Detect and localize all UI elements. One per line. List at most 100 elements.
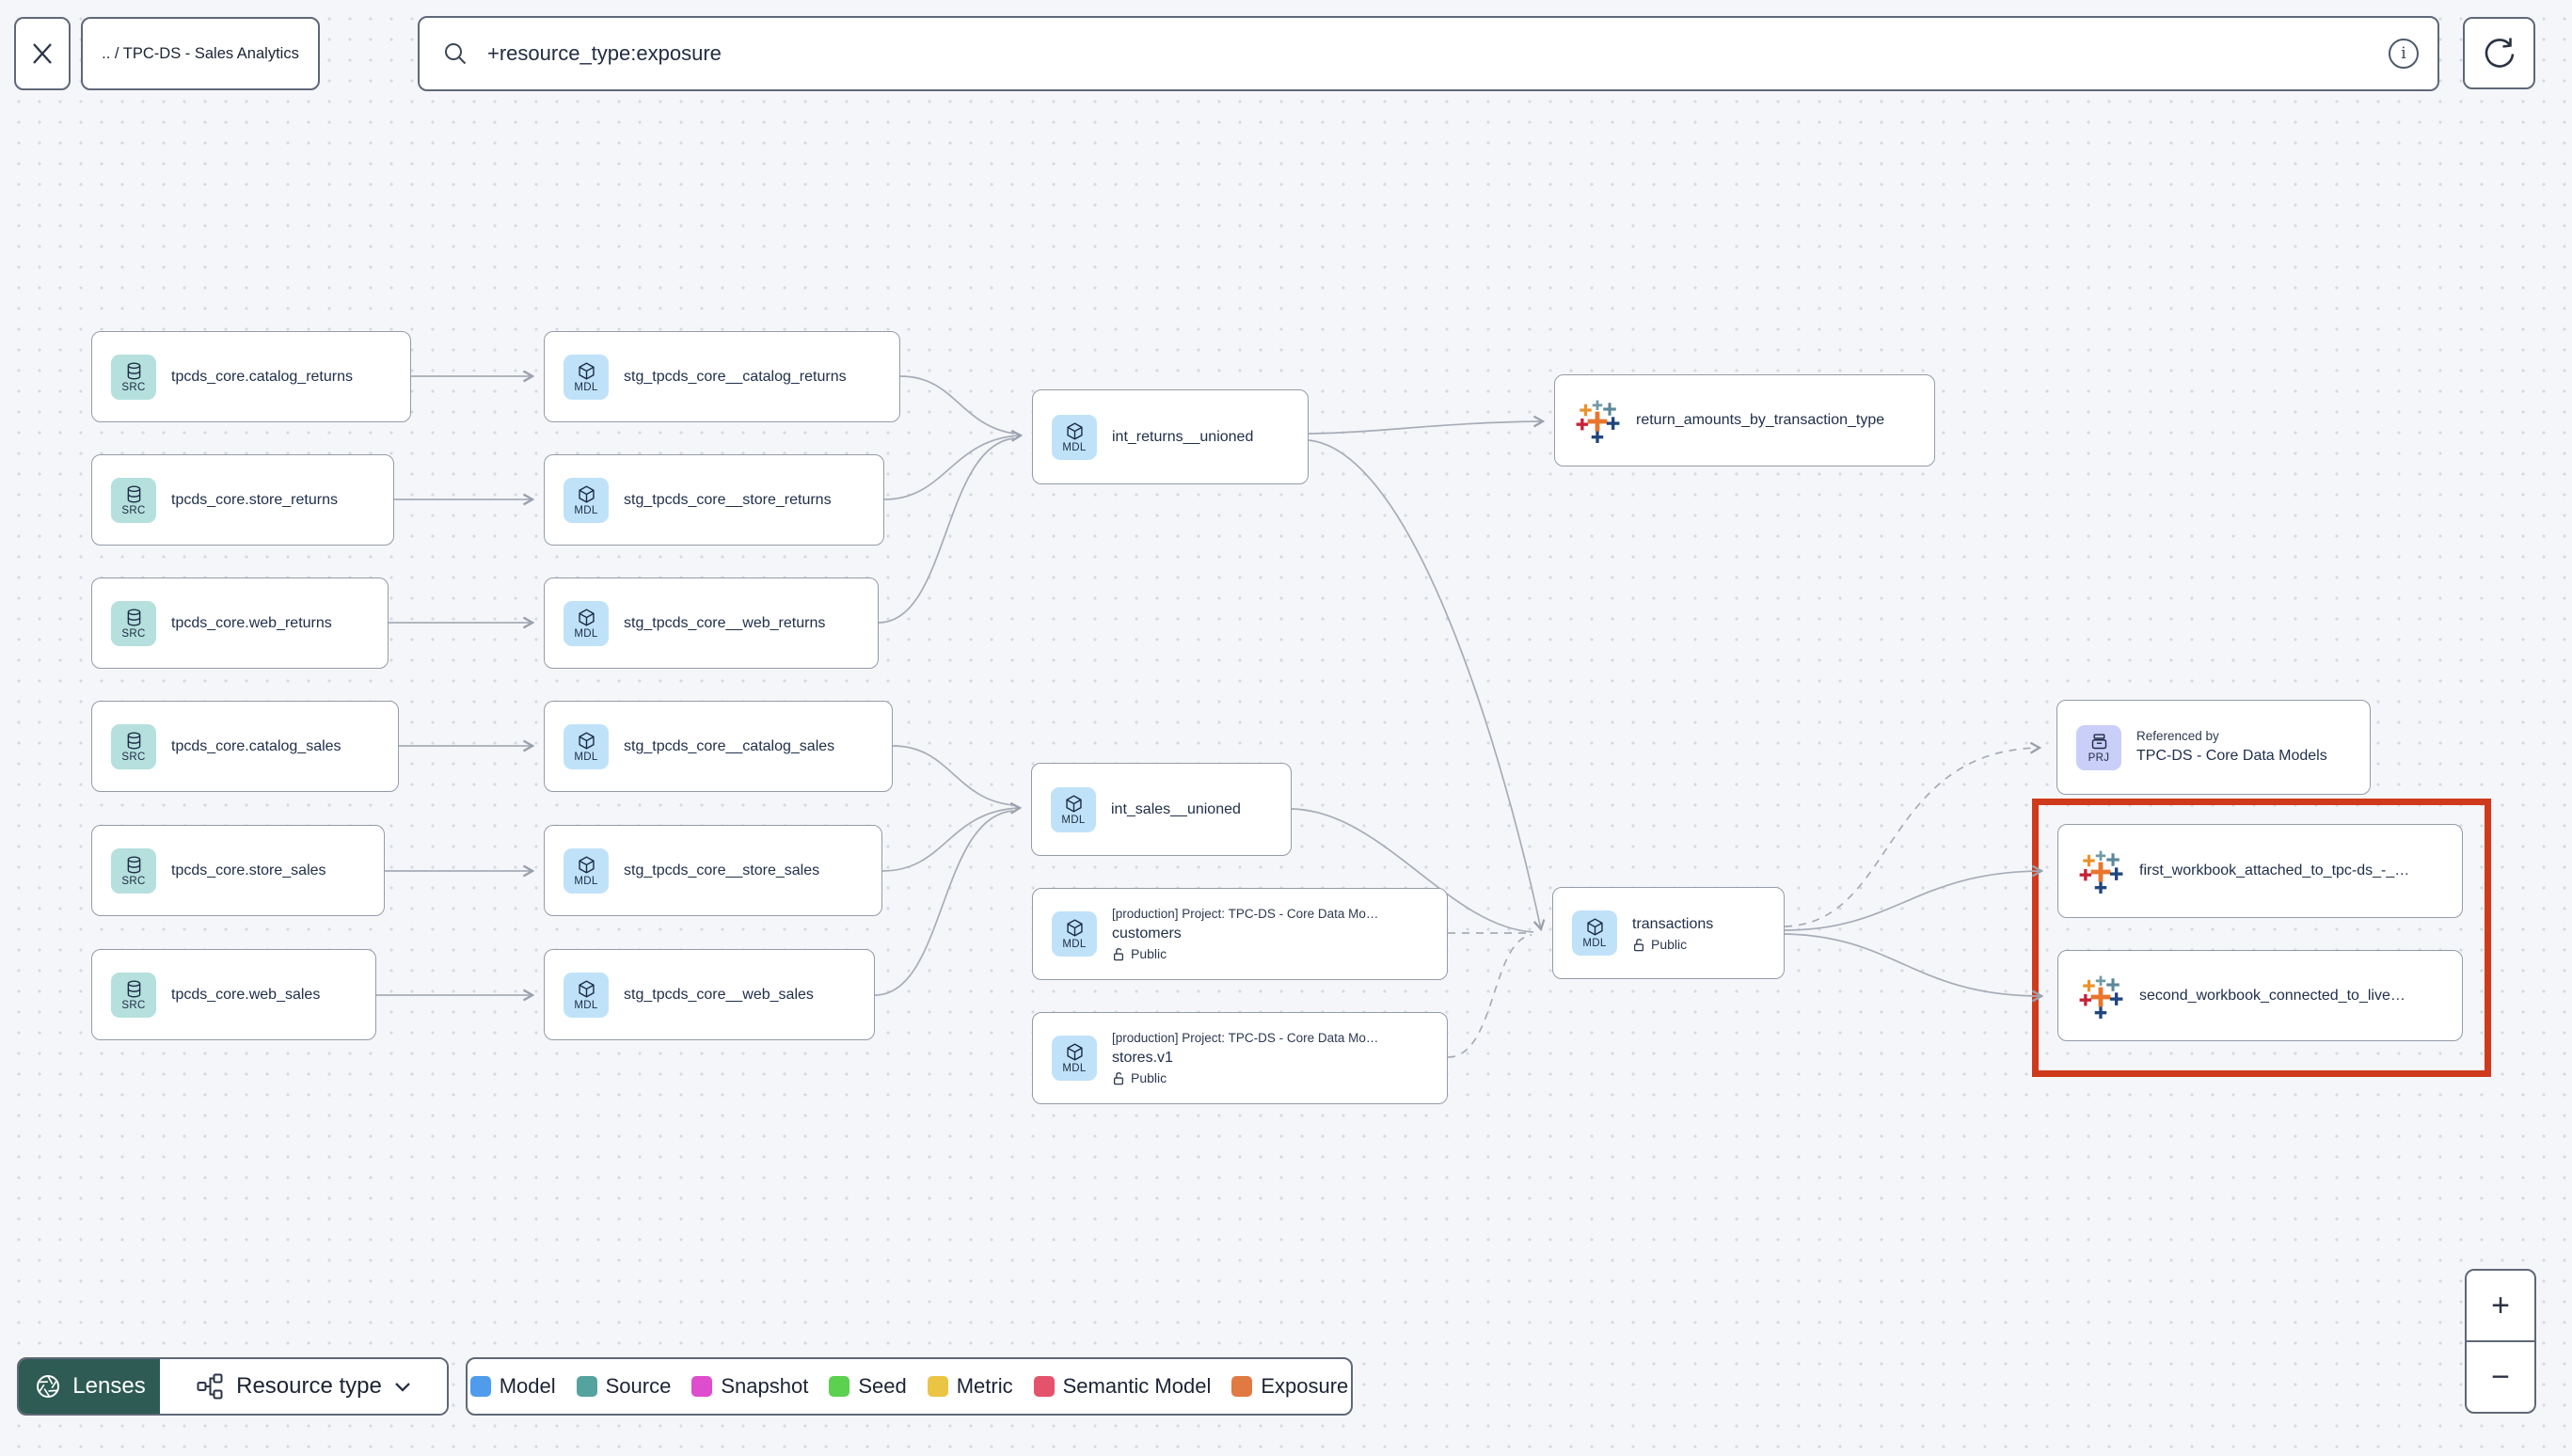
breadcrumb[interactable]: .. / TPC-DS - Sales Analytics [81,17,320,90]
cube-icon [578,484,595,503]
model-chip: MDL [564,723,609,769]
legend-label: Source [605,1374,672,1398]
project-chip: PRJ [2076,724,2121,770]
node-customers[interactable]: MDL [production] Project: TPC-DS - Core D… [1032,888,1448,980]
close-button[interactable] [14,17,71,90]
cube-icon [1586,918,1603,936]
node-title: Referenced by [2136,729,2219,743]
legend-swatch [1033,1376,1055,1397]
node-badge: Public [1112,945,1378,963]
node-stg_store_returns[interactable]: MDL stg_tpcds_core__store_returns [544,454,884,546]
legend-label: Model [499,1374,556,1398]
node-label: tpcds_core.catalog_sales [171,737,341,754]
node-label: tpcds_core.store_returns [171,491,338,508]
legend-item-exposure: Exposure [1231,1374,1348,1399]
zoom-controls: + − [2465,1269,2536,1414]
breadcrumb-label: .. / TPC-DS - Sales Analytics [102,44,299,62]
node-label: tpcds_core.web_sales [171,986,321,1003]
legend-item-snapshot: Snapshot [691,1374,808,1399]
node-project-line: [production] Project: TPC-DS - Core Data… [1112,907,1379,921]
node-label: tpcds_core.catalog_returns [171,368,353,385]
node-int_returns[interactable]: MDL int_returns__unioned [1032,389,1309,484]
node-label: stg_tpcds_core__web_returns [624,614,826,631]
cube-icon [1066,919,1083,937]
node-label: stg_tpcds_core__catalog_returns [624,368,847,385]
lock-open-icon [1113,948,1124,961]
legend-swatch [469,1376,491,1397]
search-input[interactable] [485,40,2389,67]
database-icon [127,484,140,503]
legend-item-seed: Seed [829,1374,907,1399]
source-chip: SRC [111,354,156,400]
legend-swatch [927,1376,948,1397]
node-exp_first[interactable]: first_workbook_attached_to_tpc-ds_-_… [2057,824,2463,918]
node-prj_ref[interactable]: PRJ Referenced by TPC-DS - Core Data Model… [2056,700,2371,795]
cube-icon [1065,794,1082,813]
search-bar[interactable]: i [418,16,2439,91]
tableau-icon [2079,975,2123,1019]
node-project-line: [production] Project: TPC-DS - Core Data… [1112,1031,1379,1045]
node-label: stg_tpcds_core__store_returns [624,491,832,508]
model-chip: MDL [1052,911,1097,957]
legend-item-source: Source [576,1374,672,1399]
lock-open-icon [1633,938,1644,951]
model-chip: MDL [564,847,609,894]
legend-label: Snapshot [721,1374,809,1398]
source-chip: SRC [111,723,156,769]
legend-swatch [691,1376,713,1397]
node-src_catalog_returns[interactable]: SRC tpcds_core.catalog_returns [91,331,411,422]
database-icon [127,608,140,626]
resource-type-dropdown[interactable]: Resource type [160,1359,447,1414]
source-chip: SRC [111,847,156,894]
cube-icon [578,608,595,626]
node-src_catalog_sales[interactable]: SRC tpcds_core.catalog_sales [91,701,399,792]
archive-icon [2091,733,2106,749]
node-exp_second[interactable]: second_workbook_connected_to_live… [2057,950,2463,1041]
lens-control-group: Lenses Resource type [17,1357,449,1416]
legend-item-metric: Metric [927,1374,1013,1399]
model-chip: MDL [1051,786,1096,832]
refresh-button[interactable] [2463,17,2535,89]
node-exp_return_amounts[interactable]: return_amounts_by_transaction_type [1554,374,1935,467]
node-badge: Public [1112,1069,1378,1087]
node-stg_web_returns[interactable]: MDL stg_tpcds_core__web_returns [544,578,879,669]
legend-swatch [576,1376,597,1397]
zoom-out-button[interactable]: − [2491,1358,2510,1395]
lenses-button[interactable]: Lenses [19,1359,160,1414]
refresh-icon [2485,38,2514,68]
legend-swatch [1231,1376,1253,1397]
model-chip: MDL [1052,414,1097,460]
source-chip: SRC [111,477,156,523]
node-label: int_sales__unioned [1111,800,1241,817]
cube-icon [1066,421,1083,440]
model-chip: MDL [564,600,609,646]
legend-label: Seed [858,1374,907,1398]
tableau-icon [1576,400,1620,443]
node-label: TPC-DS - Core Data Models [2136,748,2327,764]
node-int_sales[interactable]: MDL int_sales__unioned [1031,763,1292,856]
node-label: second_workbook_connected_to_live… [2139,987,2405,1004]
resource-type-icon [197,1373,223,1400]
model-chip: MDL [564,477,609,523]
info-icon[interactable]: i [2389,39,2419,69]
model-chip: MDL [1572,910,1617,956]
node-stores[interactable]: MDL[production] Project: TPC-DS - Core D… [1032,1012,1448,1104]
node-label: first_workbook_attached_to_tpc-ds_-_… [2139,863,2410,878]
node-label: return_amounts_by_transaction_type [1636,412,1885,428]
node-src_store_returns[interactable]: SRC tpcds_core.store_returns [91,454,394,546]
node-label: customers [1112,926,1182,942]
node-label: transactions [1632,915,1714,932]
database-icon [127,855,140,874]
legend-item-model: Model [469,1374,556,1399]
zoom-in-button[interactable]: + [2467,1271,2534,1342]
node-label: int_returns__unioned [1112,428,1254,445]
cube-icon [1066,1043,1083,1061]
